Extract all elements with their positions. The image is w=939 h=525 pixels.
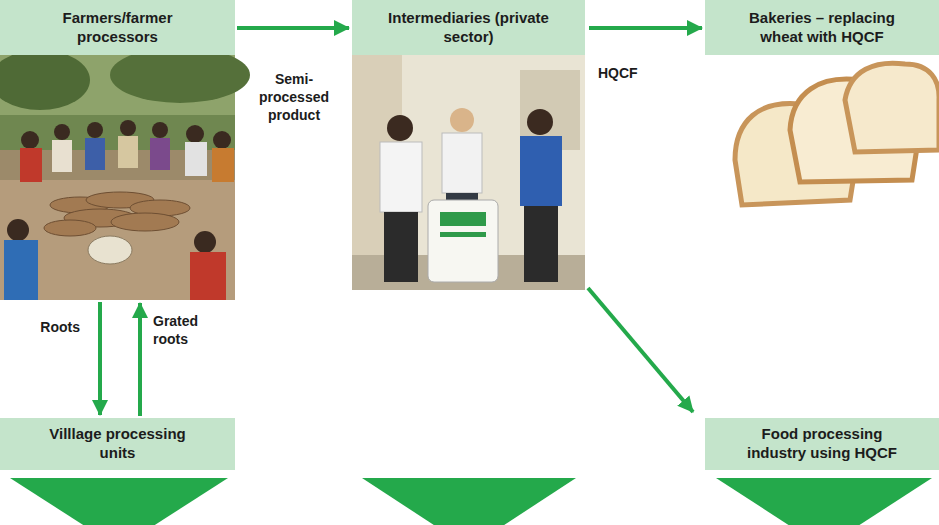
process-box: Villlage processing units	[0, 418, 235, 470]
box-header: Food processing industry using HQCF	[705, 418, 939, 470]
flow-arrow	[589, 26, 702, 30]
intermediaries-photo	[352, 55, 585, 290]
box-label: Intermediaries (private sector)	[384, 9, 554, 47]
process-box: Farmers/farmer processors	[0, 0, 235, 300]
edge-label: Semi- processed product	[248, 70, 340, 125]
box-label: Farmers/farmer processors	[43, 9, 193, 47]
box-label: Bakeries – replacing wheat with HQCF	[727, 9, 917, 47]
bread-photo	[705, 55, 939, 215]
edge-label: HQCF	[598, 64, 668, 82]
edge-label: Roots	[14, 318, 80, 336]
flow-arrow	[237, 26, 349, 30]
flow-arrow	[138, 303, 142, 416]
process-box: Food processing industry using HQCF	[705, 418, 939, 470]
box-header: Farmers/farmer processors	[0, 0, 235, 55]
box-header: Intermediaries (private sector)	[352, 0, 585, 55]
flow-arrow	[588, 288, 693, 412]
box-label: Food processing industry using HQCF	[735, 425, 910, 463]
flow-arrow	[98, 302, 102, 415]
down-chevron	[716, 478, 932, 525]
box-label: Villlage processing units	[48, 425, 188, 463]
farmers-photo	[0, 47, 250, 300]
down-chevron	[10, 478, 228, 525]
box-header: Bakeries – replacing wheat with HQCF	[705, 0, 939, 55]
edge-label: Grated roots	[153, 312, 211, 348]
process-box: Bakeries – replacing wheat with HQCF	[705, 0, 939, 215]
down-chevron	[362, 478, 576, 525]
process-box: Intermediaries (private sector)	[352, 0, 585, 300]
box-header: Villlage processing units	[0, 418, 235, 470]
